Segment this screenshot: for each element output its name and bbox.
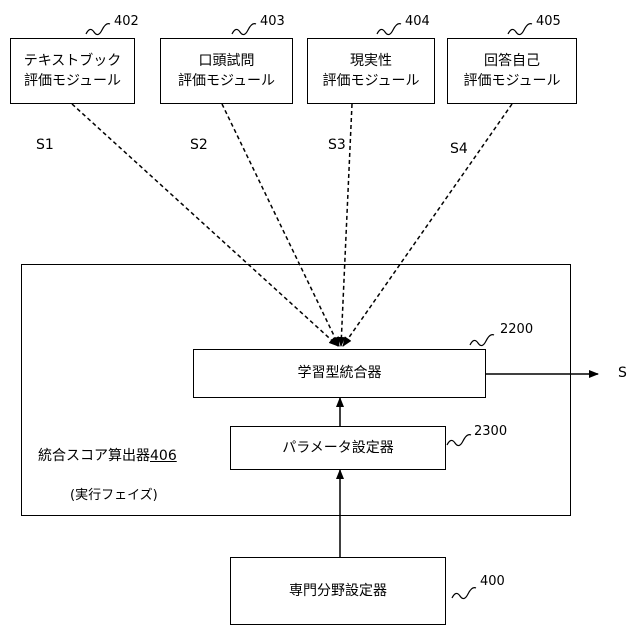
- module-ref-405: 405: [536, 14, 561, 29]
- param-setter-ref: 2300: [474, 424, 507, 439]
- oral-exam-eval-module: 口頭試問評価モジュール: [160, 38, 293, 104]
- calculator-label-main: 統合スコア算出器: [38, 448, 150, 464]
- module-line1: 現実性: [322, 51, 419, 71]
- score-label-s1: S1: [36, 137, 54, 153]
- score-label-s4: S4: [450, 141, 468, 157]
- score-label-s3: S3: [328, 137, 346, 153]
- module-line2: 評価モジュール: [178, 71, 275, 91]
- domain-setter-ref: 400: [480, 574, 505, 589]
- self-answer-eval-module: 回答自己評価モジュール: [447, 38, 577, 104]
- integrator-ref: 2200: [500, 322, 533, 337]
- module-ref-404: 404: [405, 14, 430, 29]
- ref-leader-402: [86, 24, 110, 35]
- domain-setter: 専門分野設定器: [230, 557, 446, 625]
- output-label: S: [618, 365, 627, 381]
- calculator-label-ref: 406: [150, 448, 177, 464]
- integrator-label: 学習型統合器: [298, 363, 382, 383]
- module-line1: テキストブック: [24, 51, 122, 71]
- module-line1: 口頭試問: [178, 51, 275, 71]
- ref-leader-404: [377, 24, 401, 35]
- param-setter-label: パラメータ設定器: [282, 438, 394, 458]
- domain-setter-label: 専門分野設定器: [289, 581, 387, 601]
- ref-leader-405: [508, 24, 532, 35]
- reality-eval-module: 現実性評価モジュール: [307, 38, 435, 104]
- module-ref-403: 403: [260, 14, 285, 29]
- parameter-setter: パラメータ設定器: [230, 426, 446, 470]
- ref-leader-400: [452, 588, 476, 599]
- calculator-label: 統合スコア算出器406: [38, 445, 177, 465]
- module-line2: 評価モジュール: [24, 71, 122, 91]
- textbook-eval-module: テキストブック評価モジュール: [10, 38, 135, 104]
- execution-phase-label: (実行フェイズ): [70, 484, 158, 503]
- module-line2: 評価モジュール: [463, 71, 560, 91]
- module-line2: 評価モジュール: [322, 71, 419, 91]
- learning-integrator: 学習型統合器: [193, 349, 486, 398]
- module-line1: 回答自己: [463, 51, 560, 71]
- module-ref-402: 402: [114, 14, 139, 29]
- ref-leader-403: [232, 24, 256, 35]
- score-label-s2: S2: [190, 137, 208, 153]
